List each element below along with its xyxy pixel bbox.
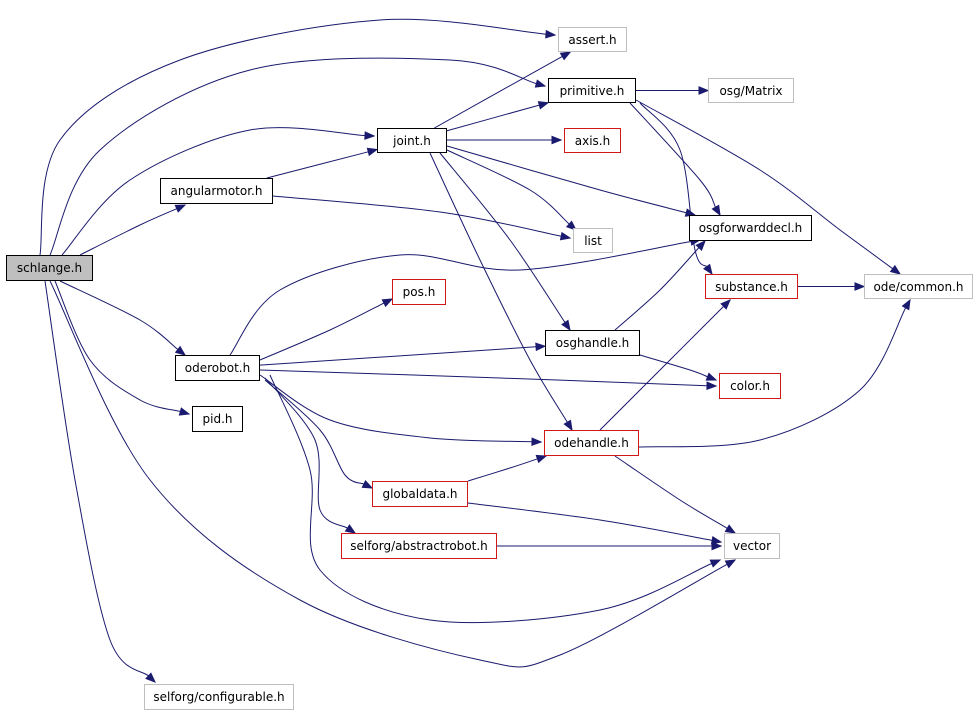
edge-schlange-to-pid bbox=[54, 280, 181, 412]
arrowhead-primitive-to-substance bbox=[703, 263, 713, 276]
node-pid-h[interactable]: pid.h bbox=[192, 406, 243, 432]
arrowhead-schlange-to-pid bbox=[178, 407, 191, 416]
edge-oderobot-to-color bbox=[259, 369, 708, 387]
edge-schlange-to-vector bbox=[49, 280, 728, 668]
arrowhead-globaldata-to-odehandle bbox=[535, 454, 548, 464]
arrowhead-schlange-to-primitive bbox=[534, 79, 547, 88]
arrowhead-schlange-to-vector bbox=[724, 559, 737, 569]
arrowhead-joint-to-odehandle bbox=[563, 419, 573, 432]
edge-schlange-to-configurable bbox=[44, 280, 149, 677]
edge-oderobot-to-globaldata bbox=[264, 379, 365, 485]
arrowhead-abstractrobot-to-vector bbox=[711, 541, 723, 551]
node-pos-h[interactable]: pos.h bbox=[392, 279, 446, 305]
arrowhead-oderobot-to-pos bbox=[381, 298, 394, 308]
arrowhead-schlange-to-joint bbox=[364, 131, 376, 140]
arrowhead-primitive-to-osg_matrix bbox=[698, 86, 710, 95]
arrowhead-odehandle-to-substance bbox=[720, 299, 731, 310]
arrowhead-joint-to-primitive bbox=[537, 101, 550, 110]
node-osg-matrix[interactable]: osg/Matrix bbox=[708, 78, 794, 103]
edge-oderobot-to-osgforwarddecl bbox=[229, 241, 692, 356]
edge-schlange-to-angularmotor bbox=[79, 208, 177, 256]
arrowhead-joint-to-list bbox=[565, 220, 578, 231]
edge-oderobot-to-abstractrobot bbox=[264, 377, 348, 529]
edge-osghandle-to-osgforwarddecl bbox=[614, 247, 700, 331]
arrowhead-oderobot-to-vector bbox=[709, 559, 722, 568]
edge-osghandle-to-color bbox=[639, 354, 708, 378]
arrowhead-schlange-to-configurable bbox=[145, 672, 156, 683]
edge-oderobot-to-osghandle bbox=[259, 346, 537, 366]
node-schlange-h: schlange.h bbox=[6, 255, 93, 281]
arrowhead-angularmotor-to-list bbox=[559, 231, 572, 241]
arrowhead-oderobot-to-globaldata bbox=[361, 480, 374, 489]
arrowhead-angularmotor-to-joint bbox=[366, 147, 379, 157]
edge-primitive-to-substance bbox=[639, 102, 708, 268]
node-joint-h[interactable]: joint.h bbox=[377, 128, 447, 153]
arrowhead-primitive-to-osgforwarddecl bbox=[711, 204, 721, 217]
node-list[interactable]: list bbox=[573, 228, 613, 253]
arrowhead-primitive-to-ode_common bbox=[889, 264, 902, 275]
arrowhead-globaldata-to-vector bbox=[710, 535, 723, 545]
node-assert-h[interactable]: assert.h bbox=[558, 27, 627, 52]
arrowhead-substance-to-ode_common bbox=[854, 282, 866, 291]
edge-oderobot-to-pos bbox=[259, 302, 385, 361]
node-selforg-abstractrobot-h[interactable]: selforg/abstractrobot.h bbox=[341, 533, 497, 559]
edge-joint-to-list bbox=[446, 149, 570, 225]
node-vector[interactable]: vector bbox=[724, 533, 780, 559]
edge-schlange-to-joint bbox=[61, 127, 366, 256]
arrowhead-oderobot-to-color bbox=[706, 381, 718, 391]
edge-globaldata-to-vector bbox=[467, 502, 713, 541]
node-selforg-configurable-h[interactable]: selforg/configurable.h bbox=[144, 684, 294, 710]
edge-oderobot-to-vector bbox=[269, 374, 712, 624]
arrowhead-schlange-to-oderobot bbox=[174, 345, 187, 356]
edge-angularmotor-to-list bbox=[272, 195, 562, 237]
arrowhead-osghandle-to-color bbox=[705, 372, 718, 381]
edge-joint-to-assert bbox=[434, 55, 563, 129]
arrowhead-odehandle-to-vector bbox=[724, 524, 737, 534]
node-odehandle-h[interactable]: odehandle.h bbox=[544, 430, 639, 456]
node-globaldata-h[interactable]: globaldata.h bbox=[372, 481, 468, 507]
arrowhead-oderobot-to-odehandle bbox=[531, 437, 543, 447]
arrowhead-joint-to-osghandle bbox=[561, 319, 571, 332]
node-axis-h[interactable]: axis.h bbox=[564, 128, 621, 153]
edge-schlange-to-oderobot bbox=[59, 280, 179, 350]
arrowhead-joint-to-axis bbox=[551, 135, 563, 145]
arrowhead-oderobot-to-osghandle bbox=[535, 342, 547, 352]
arrowhead-schlange-to-assert bbox=[545, 29, 557, 39]
edge-primitive-to-ode_common bbox=[635, 99, 893, 270]
node-ode-common-h[interactable]: ode/common.h bbox=[864, 274, 973, 299]
edge-angularmotor-to-joint bbox=[266, 151, 369, 179]
node-angularmotor-h[interactable]: angularmotor.h bbox=[160, 178, 273, 204]
node-oderobot-h[interactable]: oderobot.h bbox=[175, 355, 260, 381]
edge-joint-to-odehandle bbox=[429, 152, 568, 423]
edge-joint-to-primitive bbox=[446, 104, 540, 132]
node-osgforwarddecl-h[interactable]: osgforwarddecl.h bbox=[689, 215, 812, 241]
arrowhead-osghandle-to-osgforwarddecl bbox=[695, 240, 706, 251]
edge-schlange-to-assert bbox=[39, 18, 547, 256]
arrowhead-schlange-to-angularmotor bbox=[174, 204, 187, 213]
edge-joint-to-osgforwarddecl bbox=[446, 145, 687, 214]
edge-joint-to-osghandle bbox=[439, 152, 566, 323]
edge-oderobot-to-odehandle bbox=[259, 374, 533, 443]
node-substance-h[interactable]: substance.h bbox=[705, 274, 798, 299]
edge-primitive-to-osgforwarddecl bbox=[629, 102, 716, 208]
edge-odehandle-to-substance bbox=[599, 306, 724, 431]
arrowhead-oderobot-to-abstractrobot bbox=[344, 524, 357, 534]
edge-odehandle-to-ode_common bbox=[638, 307, 907, 448]
node-primitive-h[interactable]: primitive.h bbox=[548, 78, 636, 103]
node-osghandle-h[interactable]: osghandle.h bbox=[545, 330, 640, 356]
edge-odehandle-to-vector bbox=[614, 455, 728, 529]
edge-globaldata-to-odehandle bbox=[467, 458, 538, 482]
edge-schlange-to-primitive bbox=[49, 57, 537, 256]
arrowhead-odehandle-to-ode_common bbox=[901, 298, 911, 311]
arrowhead-joint-to-assert bbox=[559, 51, 572, 61]
node-color-h[interactable]: color.h bbox=[719, 373, 781, 399]
